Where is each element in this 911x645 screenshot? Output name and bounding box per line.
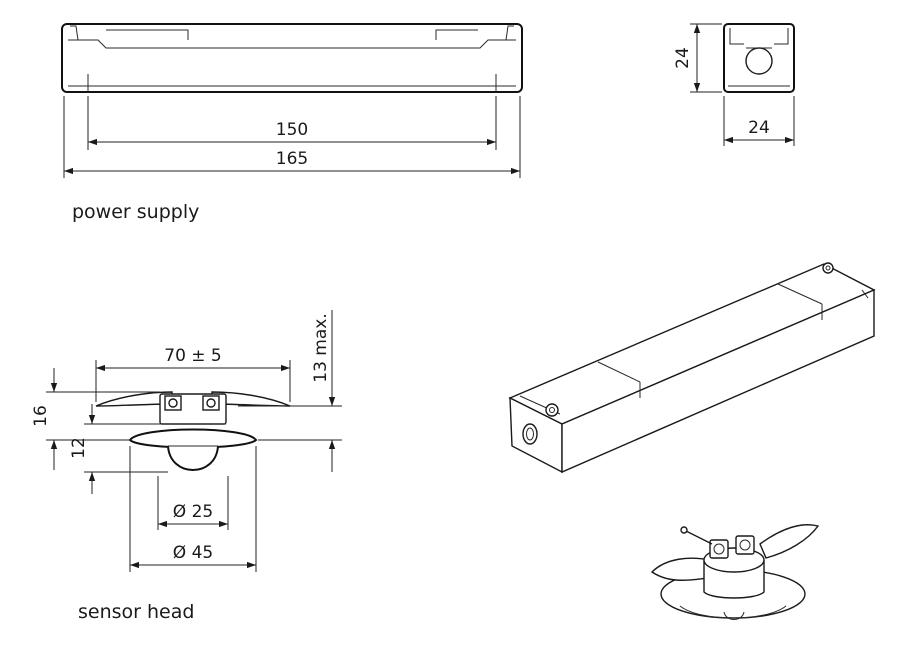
dim-label-lens-diameter: Ø 25 [173,502,213,522]
dim-label-body-height: 12 [69,437,89,459]
sensor-head-side-view [95,391,291,471]
dimension-width-24 [723,96,795,146]
dimension-overall-height [46,368,160,470]
dim-label-end-width: 24 [748,118,770,138]
dim-label-165: 165 [276,149,308,169]
dim-label-end-height: 24 [673,47,693,69]
dimension-height-24 [690,23,722,93]
sensor-head-isometric [650,524,820,620]
caption-power-supply: power supply [72,201,199,223]
power-supply-end-view [723,23,795,93]
dim-label-max-height: 13 max. [311,313,331,382]
dimension-lens-diameter [157,476,229,530]
dimension-max-height [238,310,342,472]
dim-label-base-diameter: Ø 45 [173,543,213,563]
dimension-span [95,360,291,402]
dim-label-span: 70 ± 5 [164,346,222,366]
dimension-body-height [84,404,168,494]
power-supply-isometric [508,262,876,474]
dim-label-overall-height: 16 [31,405,51,427]
power-supply-front-view [61,23,523,93]
dimension-base-diameter [129,446,257,572]
caption-sensor-head: sensor head [78,601,194,623]
dim-label-150: 150 [276,120,308,140]
